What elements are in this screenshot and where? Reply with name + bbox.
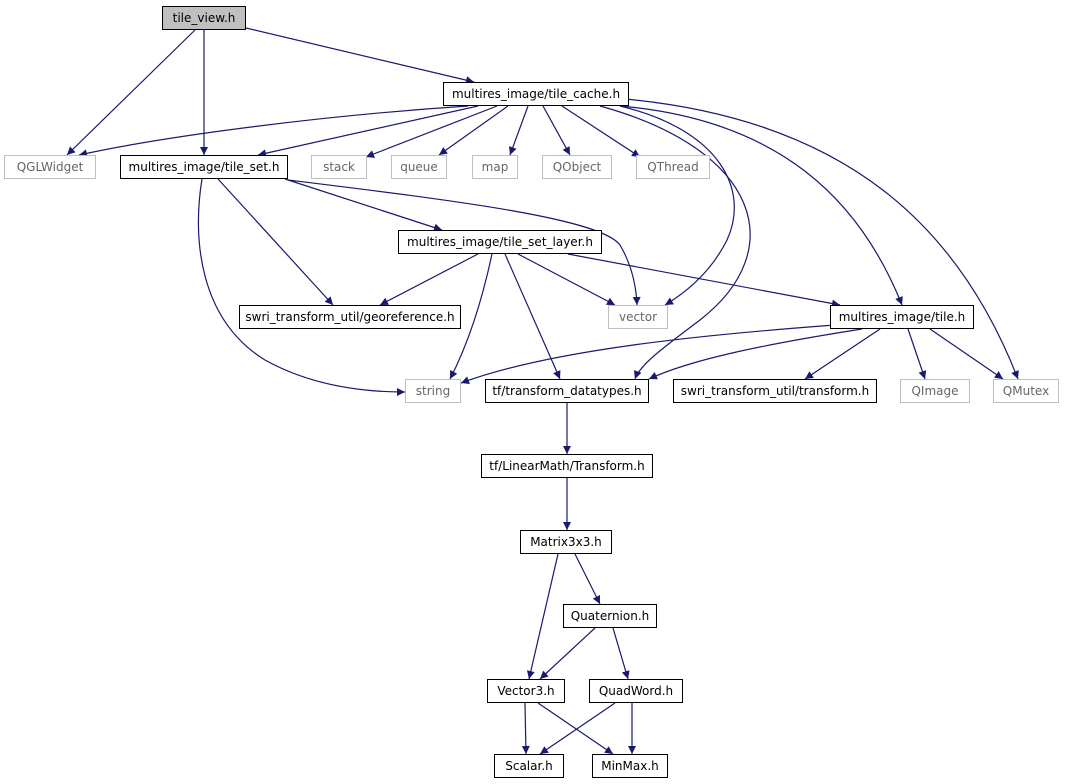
edge-tile-to-transform-datatypes bbox=[648, 328, 863, 380]
edge-tile-view-to-tile-cache bbox=[245, 27, 475, 85]
edge-tile-cache-to-vector bbox=[619, 105, 735, 306]
node-scalar[interactable]: Scalar.h bbox=[494, 754, 564, 778]
node-matrix3x3[interactable]: Matrix3x3.h bbox=[520, 530, 612, 554]
node-qimage[interactable]: QImage bbox=[900, 379, 970, 403]
edge-vector3-to-minmax bbox=[537, 702, 614, 755]
node-transform-datatypes[interactable]: tf/transform_datatypes.h bbox=[485, 379, 649, 403]
node-qthread[interactable]: QThread bbox=[636, 155, 710, 179]
edge-tile-to-qmutex bbox=[929, 328, 1004, 380]
edge-quadword-to-scalar bbox=[539, 702, 616, 755]
edge-quaternion-to-vector3 bbox=[539, 627, 596, 680]
edge-vector3-to-scalar bbox=[521, 702, 530, 755]
node-qobject[interactable]: QObject bbox=[542, 155, 612, 179]
edge-tile-to-string bbox=[460, 324, 836, 384]
edge-tile-set-to-georeference bbox=[217, 178, 334, 306]
node-tile-set-layer[interactable]: multires_image/tile_set_layer.h bbox=[398, 230, 602, 254]
node-tile-set[interactable]: multires_image/tile_set.h bbox=[120, 155, 288, 179]
edge-tile-set-layer-to-tile bbox=[567, 253, 841, 308]
edge-quaternion-to-quadword bbox=[612, 627, 630, 680]
edge-tile-set-layer-to-string bbox=[449, 253, 493, 380]
edge-tile-cache-to-qglwidget bbox=[78, 105, 469, 158]
node-quadword[interactable]: QuadWord.h bbox=[589, 679, 683, 703]
edge-matrix3x3-to-quaternion bbox=[574, 553, 601, 605]
edge-tile-set-to-tile-set-layer bbox=[284, 178, 443, 232]
node-map[interactable]: map bbox=[472, 155, 518, 179]
node-qglwidget[interactable]: QGLWidget bbox=[4, 155, 96, 179]
node-tile-cache[interactable]: multires_image/tile_cache.h bbox=[443, 82, 629, 106]
node-queue[interactable]: queue bbox=[391, 155, 447, 179]
edge-tile-cache-to-tile-set bbox=[257, 105, 479, 158]
node-string[interactable]: string bbox=[405, 379, 461, 403]
node-tile-view[interactable]: tile_view.h bbox=[162, 6, 246, 30]
node-georeference[interactable]: swri_transform_util/georeference.h bbox=[239, 305, 461, 329]
edge-tile-set-to-string bbox=[197, 178, 406, 396]
node-minmax[interactable]: MinMax.h bbox=[592, 754, 668, 778]
edge-tile-set-to-vector bbox=[287, 179, 641, 306]
edge-tile-to-qimage bbox=[907, 328, 927, 380]
edge-tile-set-layer-to-georeference bbox=[379, 253, 479, 306]
edge-tile-cache-to-qthread bbox=[561, 105, 641, 158]
edge-tile-to-swri-transform bbox=[804, 328, 881, 380]
edge-tile-set-layer-to-vector bbox=[517, 253, 616, 306]
edge-tile-cache-to-qmutex bbox=[624, 98, 1019, 380]
edge-tile-cache-to-stack bbox=[365, 105, 498, 158]
edge-tile-cache-to-transform-datatypes bbox=[599, 105, 751, 380]
node-linearmath-transform[interactable]: tf/LinearMath/Transform.h bbox=[481, 454, 653, 478]
node-quaternion[interactable]: Quaternion.h bbox=[563, 604, 657, 628]
edge-tile-cache-to-tile bbox=[619, 105, 903, 306]
node-stack[interactable]: stack bbox=[311, 155, 367, 179]
node-qmutex[interactable]: QMutex bbox=[993, 379, 1059, 403]
edge-matrix3x3-to-vector3 bbox=[526, 553, 559, 680]
edge-tile-cache-to-qobject bbox=[542, 105, 571, 156]
node-swri-transform[interactable]: swri_transform_util/transform.h bbox=[673, 379, 877, 403]
edge-tile-set-layer-to-transform-datatypes bbox=[504, 253, 561, 380]
edge-tile-view-to-qglwidget bbox=[66, 29, 196, 156]
edge-tile-cache-to-queue bbox=[438, 105, 509, 156]
node-vector3[interactable]: Vector3.h bbox=[487, 679, 565, 703]
node-vector[interactable]: vector bbox=[608, 305, 668, 329]
node-tile[interactable]: multires_image/tile.h bbox=[830, 305, 974, 329]
edge-tile-cache-to-map bbox=[509, 105, 529, 156]
